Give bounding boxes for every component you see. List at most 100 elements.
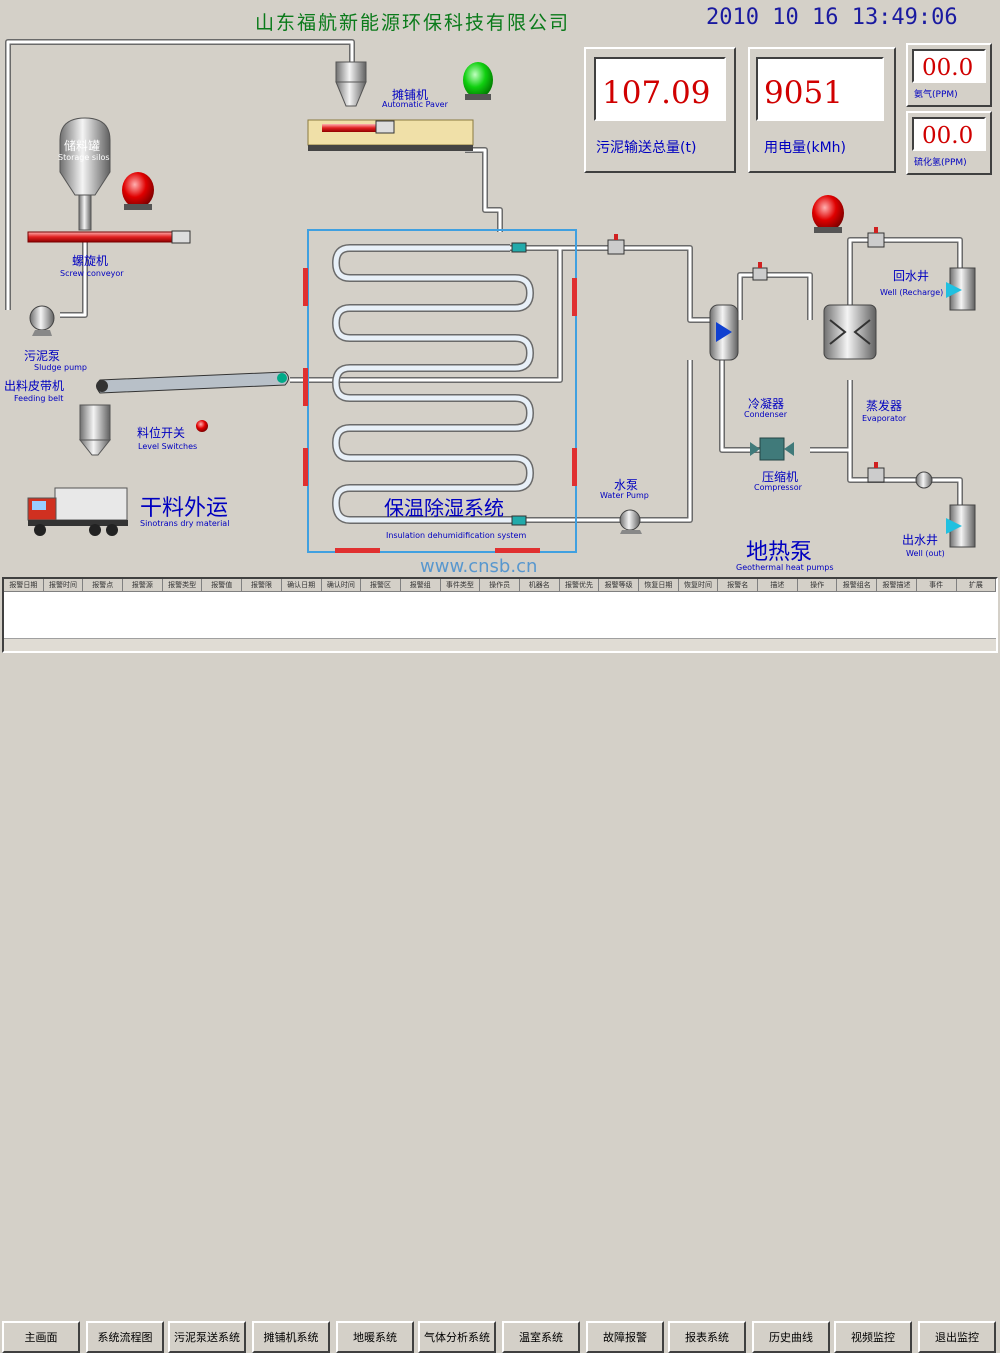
silo-alarm-lamp-icon	[122, 172, 154, 210]
condenser-icon	[709, 304, 739, 361]
feeding-belt-label-en: Feeding belt	[14, 394, 64, 403]
screw-conveyor-icon	[27, 230, 191, 244]
feeding-belt-label-cn: 出料皮带机	[4, 379, 65, 393]
evaporator-label-en: Evaporator	[862, 414, 907, 423]
feeding-belt-icon	[96, 371, 289, 394]
table-column-header[interactable]: 报警优先	[560, 579, 600, 591]
h2s-label: 硫化氢(PPM)	[914, 158, 967, 168]
sludge-total-label: 污泥输送总量(t)	[596, 140, 697, 156]
recharge-well-icon	[946, 267, 976, 311]
table-column-header[interactable]: 扩展	[957, 579, 997, 591]
ammonia-panel: 00.0 氨气(PPM)	[906, 43, 992, 107]
evaporator-icon	[823, 304, 877, 360]
table-column-header[interactable]: 报警描述	[877, 579, 917, 591]
table-column-header[interactable]: 事件	[917, 579, 957, 591]
table-column-header[interactable]: 报警源	[123, 579, 163, 591]
power-lcd: 9051	[756, 57, 884, 121]
insulation-label-en: Insulation dehumidification system	[386, 531, 527, 540]
ammonia-label: 氨气(PPM)	[914, 90, 958, 100]
h2s-panel: 00.0 硫化氢(PPM)	[906, 111, 992, 175]
alarm-table[interactable]: 报警日期报警时间报警点报警源报警类型报警值报警限确认日期确认时间报警区报警组事件…	[2, 577, 998, 653]
water-pump-icon	[619, 509, 642, 534]
nav-button-1[interactable]: 系统流程图	[86, 1321, 164, 1353]
table-column-header[interactable]: 确认时间	[322, 579, 362, 591]
sludge-total-lcd: 107.09	[594, 57, 726, 121]
table-column-header[interactable]: 恢复时间	[679, 579, 719, 591]
nav-button-9[interactable]: 历史曲线	[752, 1321, 830, 1353]
water-pump-label-cn: 水泵	[614, 478, 639, 492]
evaporator-label-cn: 蒸发器	[866, 399, 903, 413]
nav-button-7[interactable]: 故障报警	[586, 1321, 664, 1353]
level-switch-tank-icon	[78, 404, 112, 456]
nav-button-2[interactable]: 污泥泵送系统	[168, 1321, 246, 1353]
table-column-header[interactable]: 机器名	[520, 579, 560, 591]
power-panel: 9051 用电量(kMh)	[748, 47, 896, 173]
insulation-label-cn: 保温除湿系统	[384, 496, 504, 520]
table-column-header[interactable]: 恢复日期	[639, 579, 679, 591]
compressor-label-en: Compressor	[754, 483, 802, 492]
table-column-header[interactable]: 操作员	[480, 579, 520, 591]
dry-material-label-cn: 干料外运	[140, 496, 229, 521]
table-column-header[interactable]: 报警日期	[4, 579, 44, 591]
paver-label-cn: 摊铺机	[392, 88, 429, 102]
alarm-table-scrollbar[interactable]	[4, 638, 996, 651]
sludge-pump-label-cn: 污泥泵	[24, 349, 61, 363]
table-column-header[interactable]: 报警区	[361, 579, 401, 591]
level-switch-lamp-icon	[196, 420, 208, 432]
storage-label-cn: 储料罐	[64, 139, 101, 153]
condenser-label-cn: 冷凝器	[748, 397, 785, 411]
nav-button-5[interactable]: 气体分析系统	[418, 1321, 496, 1353]
water-pump-label-en: Water Pump	[600, 491, 649, 500]
nav-button-6[interactable]: 温室系统	[502, 1321, 580, 1353]
paver-hopper-icon	[335, 61, 367, 107]
table-column-header[interactable]: 报警限	[242, 579, 282, 591]
watermark: www.cnsb.cn	[420, 556, 538, 577]
table-column-header[interactable]: 报警点	[83, 579, 124, 591]
nav-button-0[interactable]: 主画面	[2, 1321, 80, 1353]
heating-coil	[331, 244, 535, 524]
outflow-well-icon	[946, 504, 976, 548]
heater-bars	[303, 268, 577, 553]
screw-label-cn: 螺旋机	[72, 254, 109, 268]
nav-button-4[interactable]: 地暖系统	[336, 1321, 414, 1353]
table-column-header[interactable]: 事件类型	[441, 579, 481, 591]
paver-machine-icon	[307, 119, 474, 151]
table-column-header[interactable]: 确认日期	[282, 579, 322, 591]
table-column-header[interactable]: 报警等级	[599, 579, 639, 591]
condenser-label-en: Condenser	[744, 410, 787, 419]
nav-button-8[interactable]: 报表系统	[668, 1321, 746, 1353]
valve-handles	[614, 227, 878, 468]
table-column-header[interactable]: 报警名	[718, 579, 759, 591]
heat-pump-alarm-lamp-icon	[812, 195, 844, 233]
company-title: 山东福航新能源环保科技有限公司	[255, 12, 571, 34]
nav-button-10[interactable]: 视频监控	[834, 1321, 912, 1353]
valve-icons	[511, 232, 885, 526]
heat-pump-label-en: Geothermal heat pumps	[736, 563, 834, 572]
nav-button-3[interactable]: 摊铺机系统	[252, 1321, 330, 1353]
table-column-header[interactable]: 报警值	[202, 579, 243, 591]
power-label: 用电量(kMh)	[764, 140, 846, 156]
well-pump-icon	[915, 471, 933, 489]
recharge-well-label-en: Well (Recharge)	[880, 288, 944, 297]
table-column-header[interactable]: 操作	[798, 579, 838, 591]
table-column-header[interactable]: 报警组名	[837, 579, 878, 591]
well-out-label-en: Well (out)	[906, 549, 945, 558]
well-out-label-cn: 出水井	[902, 533, 939, 547]
h2s-lcd: 00.0	[912, 117, 986, 151]
paver-status-lamp-icon	[463, 62, 493, 100]
sludge-pump-label-en: Sludge pump	[34, 363, 88, 372]
table-column-header[interactable]: 报警组	[401, 579, 441, 591]
ammonia-lcd: 00.0	[912, 49, 986, 83]
table-column-header[interactable]: 描述	[758, 579, 798, 591]
level-switch-label-en: Level Switches	[138, 442, 198, 451]
paver-label-en: Automatic Paver	[382, 100, 448, 109]
table-column-header[interactable]: 报警类型	[163, 579, 203, 591]
dry-material-label-en: Sinotrans dry material	[140, 519, 230, 528]
table-column-header[interactable]: 报警时间	[44, 579, 84, 591]
sludge-total-panel: 107.09 污泥输送总量(t)	[584, 47, 736, 173]
navigation-bar: 主画面系统流程图污泥泵送系统摊铺机系统地暖系统气体分析系统温室系统故障报警报表系…	[0, 658, 1000, 1353]
recharge-well-label-cn: 回水井	[893, 269, 930, 283]
process-diagram	[5, 39, 976, 553]
datetime-display: 2010 10 16 13:49:06	[706, 5, 958, 30]
nav-button-11[interactable]: 退出监控	[918, 1321, 996, 1353]
